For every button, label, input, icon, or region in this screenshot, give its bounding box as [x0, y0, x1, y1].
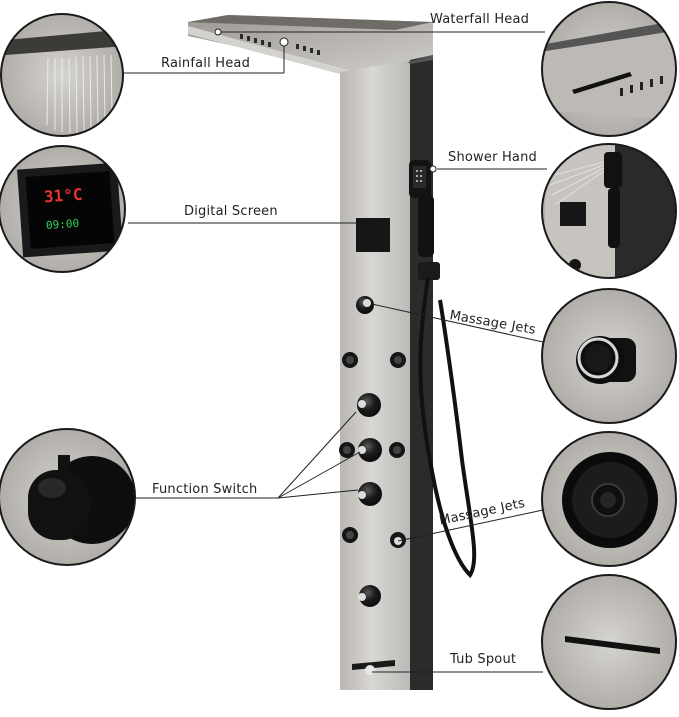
shower-panel [188, 15, 477, 690]
massage-jets-upper-callout [541, 288, 677, 424]
rainfall-head-callout [0, 13, 124, 137]
screen-time: 09:00 [45, 216, 80, 233]
shower-hand-callout [541, 143, 677, 279]
massage-jets-lower-callout [541, 431, 677, 567]
digital-screen-callout [0, 145, 126, 273]
waterfall-head-callout [541, 1, 677, 137]
label-function-switch: Function Switch [152, 482, 258, 497]
screen-temperature: 31°C [43, 184, 84, 207]
tub-spout-slot [352, 660, 395, 670]
tub-spout-callout [541, 574, 677, 710]
label-tub-spout: Tub Spout [450, 652, 517, 667]
label-digital-screen: Digital Screen [184, 204, 278, 219]
digital-screen-mini [356, 218, 390, 252]
hand-shower [409, 160, 477, 579]
label-rainfall-head: Rainfall Head [161, 56, 251, 71]
callout-lines [110, 31, 547, 673]
label-waterfall-head: Waterfall Head [430, 12, 530, 27]
callout-dots [214, 28, 437, 173]
label-shower-hand: Shower Hand [448, 150, 537, 165]
rainfall-nozzles [240, 34, 320, 55]
function-switch-callout [0, 428, 136, 566]
